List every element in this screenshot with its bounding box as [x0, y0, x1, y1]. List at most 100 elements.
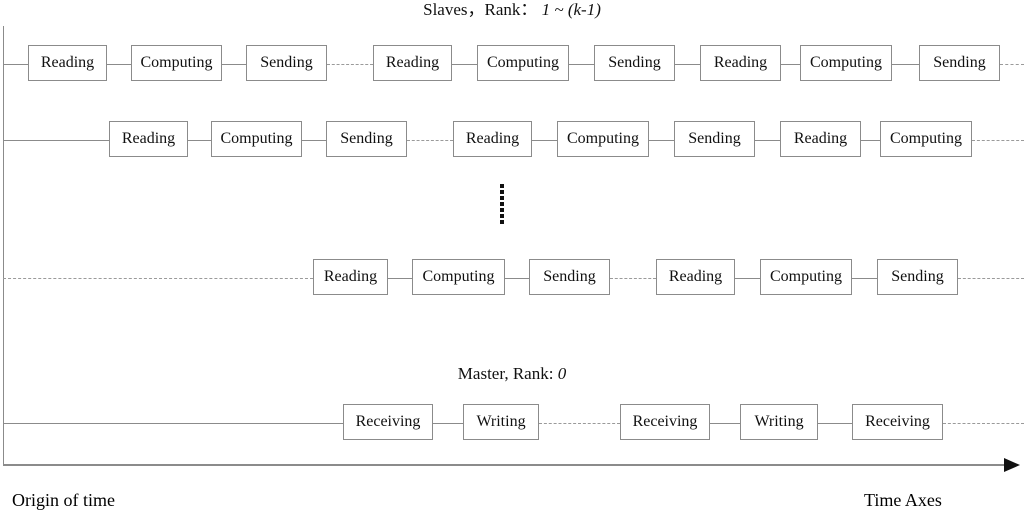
- stage-box-label: Reading: [465, 130, 520, 147]
- ellipsis-dot: [500, 196, 504, 200]
- stage-box-computing[interactable]: Computing: [800, 45, 892, 81]
- stage-box-label: Sending: [543, 268, 596, 285]
- slave-row-2: Reading Computing Sending Reading Computing S…: [0, 121, 1024, 161]
- slaves-title-range: 1 ~ (k-1): [541, 0, 601, 19]
- connector-dashed: [958, 278, 1024, 279]
- stage-box-computing[interactable]: Computing: [211, 121, 302, 157]
- stage-box-computing[interactable]: Computing: [880, 121, 972, 157]
- stage-box-computing[interactable]: Computing: [557, 121, 649, 157]
- connector-solid: [433, 423, 463, 424]
- connector-solid: [781, 64, 800, 65]
- connector-solid: [735, 278, 760, 279]
- connector-solid: [818, 423, 852, 424]
- slaves-title-prefix: Slaves，Rank：: [423, 0, 538, 19]
- connector-solid: [107, 64, 131, 65]
- ellipsis-dot: [500, 214, 504, 218]
- stage-box-writing[interactable]: Writing: [740, 404, 818, 440]
- stage-box-computing[interactable]: Computing: [760, 259, 852, 295]
- connector-dashed: [972, 140, 1024, 141]
- master-title-prefix: Master, Rank:: [457, 364, 554, 383]
- stage-box-sending[interactable]: Sending: [246, 45, 327, 81]
- stage-box-label: Sending: [891, 268, 944, 285]
- stage-box-label: Sending: [688, 130, 741, 147]
- connector-dashed: [327, 64, 373, 65]
- connector-solid: [861, 140, 880, 141]
- connector-solid: [892, 64, 919, 65]
- stage-box-label: Computing: [809, 54, 882, 71]
- stage-box-sending[interactable]: Sending: [594, 45, 675, 81]
- stage-box-sending[interactable]: Sending: [674, 121, 755, 157]
- connector-solid: [675, 64, 700, 65]
- ellipsis-dot: [500, 190, 504, 194]
- stage-box-reading[interactable]: Reading: [453, 121, 532, 157]
- stage-box-label: Reading: [121, 130, 176, 147]
- stage-box-computing[interactable]: Computing: [477, 45, 569, 81]
- connector-solid: [649, 140, 674, 141]
- time-horizontal-axis: [3, 464, 1010, 466]
- connector-solid: [222, 64, 246, 65]
- slave-row-1: Reading Computing Sending Reading Computing S…: [0, 45, 1024, 85]
- stage-box-label: Sending: [608, 54, 661, 71]
- stage-box-computing[interactable]: Computing: [412, 259, 505, 295]
- stage-box-label: Sending: [933, 54, 986, 71]
- master-row: Receiving Writing Receiving Writing Receivin…: [0, 404, 1024, 444]
- vertical-ellipsis-icon: [499, 184, 505, 226]
- connector-solid: [452, 64, 477, 65]
- time-axis-arrow-icon: [1004, 458, 1020, 472]
- stage-box-sending[interactable]: Sending: [919, 45, 1000, 81]
- stage-box-label: Receiving: [632, 413, 698, 430]
- stage-box-reading[interactable]: Reading: [780, 121, 861, 157]
- connector-solid: [505, 278, 529, 279]
- connector-lead: [3, 64, 28, 65]
- stage-box-receiving[interactable]: Receiving: [620, 404, 710, 440]
- slaves-section-title: Slaves，Rank： 1 ~ (k-1): [0, 0, 1024, 20]
- ellipsis-dot: [500, 202, 504, 206]
- connector-lead: [3, 140, 109, 141]
- ellipsis-dot: [500, 184, 504, 188]
- ellipsis-dot: [500, 208, 504, 212]
- stage-box-reading[interactable]: Reading: [700, 45, 781, 81]
- stage-box-label: Computing: [422, 268, 495, 285]
- stage-box-computing[interactable]: Computing: [131, 45, 222, 81]
- stage-box-label: Reading: [668, 268, 723, 285]
- stage-box-label: Reading: [793, 130, 848, 147]
- stage-box-reading[interactable]: Reading: [656, 259, 735, 295]
- stage-box-receiving[interactable]: Receiving: [343, 404, 433, 440]
- origin-of-time-label: Origin of time: [12, 490, 115, 510]
- stage-box-reading[interactable]: Reading: [109, 121, 188, 157]
- stage-box-writing[interactable]: Writing: [463, 404, 539, 440]
- connector-dashed: [407, 140, 453, 141]
- stage-box-reading[interactable]: Reading: [313, 259, 388, 295]
- master-section-title: Master, Rank: 0: [0, 364, 1024, 384]
- connector-solid: [569, 64, 594, 65]
- origin-vertical-axis: [3, 26, 4, 466]
- stage-box-label: Computing: [140, 54, 213, 71]
- stage-box-sending[interactable]: Sending: [877, 259, 958, 295]
- stage-box-sending[interactable]: Sending: [529, 259, 610, 295]
- stage-box-label: Sending: [340, 130, 393, 147]
- stage-box-label: Computing: [769, 268, 842, 285]
- stage-box-label: Reading: [713, 54, 768, 71]
- stage-box-receiving[interactable]: Receiving: [852, 404, 943, 440]
- stage-box-label: Computing: [889, 130, 962, 147]
- stage-box-label: Writing: [754, 413, 804, 430]
- connector-solid: [532, 140, 557, 141]
- stage-box-label: Receiving: [355, 413, 421, 430]
- stage-box-reading[interactable]: Reading: [28, 45, 107, 81]
- connector-dashed: [610, 278, 656, 279]
- connector-dashed: [1000, 64, 1024, 65]
- connector-lead: [3, 278, 313, 279]
- connector-solid: [852, 278, 877, 279]
- connector-solid: [388, 278, 412, 279]
- stage-box-reading[interactable]: Reading: [373, 45, 452, 81]
- connector-solid: [755, 140, 780, 141]
- slave-row-3: Reading Computing Sending Reading Computing S…: [0, 259, 1024, 299]
- stage-box-sending[interactable]: Sending: [326, 121, 407, 157]
- ellipsis-dot: [500, 220, 504, 224]
- connector-lead: [3, 423, 343, 424]
- connector-solid: [710, 423, 740, 424]
- connector-solid: [188, 140, 211, 141]
- stage-box-label: Sending: [260, 54, 313, 71]
- stage-box-label: Computing: [566, 130, 639, 147]
